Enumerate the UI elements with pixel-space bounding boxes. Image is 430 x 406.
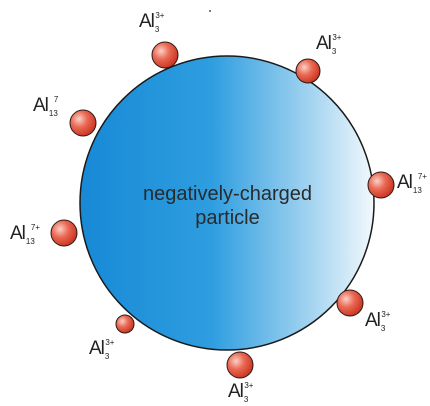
ion-symbol: Al	[33, 95, 49, 116]
ion-subscript: 13	[48, 109, 58, 118]
ion-subscript: 3	[380, 324, 386, 333]
ion-superscript: 3+	[105, 338, 115, 347]
negatively-charged-particle	[79, 55, 375, 351]
ion-superscript: 3+	[155, 11, 165, 20]
ion-subscript: 13	[412, 186, 422, 195]
ion-symbol: Al	[397, 172, 413, 193]
ion-subscript: 3	[104, 352, 110, 361]
ion-symbol: Al	[316, 33, 332, 54]
aluminium-ion-sphere	[226, 351, 254, 379]
aluminium-ion-label: Al3 3+	[365, 310, 391, 333]
aluminium-ion-sphere	[295, 58, 321, 84]
aluminium-ion-label: Al3 3+	[139, 11, 165, 34]
ion-superscript: 3+	[244, 381, 254, 390]
particle-label-line1: negatively-charged	[143, 183, 312, 205]
aluminium-ion-sphere	[336, 289, 364, 317]
aluminium-ion-sphere	[115, 314, 135, 334]
aluminium-ion-sphere	[69, 109, 97, 137]
aluminium-ion-label: Al3 3+	[89, 338, 115, 361]
ion-superscript: 3+	[332, 33, 342, 42]
aluminium-ion-sphere	[151, 41, 179, 69]
ion-symbol: Al	[365, 310, 381, 331]
aluminium-ion-label: Al13 7+	[10, 223, 40, 246]
aluminium-ion-sphere	[50, 219, 78, 247]
aluminium-ion-sphere	[367, 171, 395, 199]
particle-label-line2: particle	[195, 207, 260, 229]
ion-symbol: Al	[228, 381, 244, 402]
ion-subscript: 13	[25, 237, 35, 246]
ion-symbol: Al	[139, 11, 155, 32]
ion-superscript: 3+	[381, 310, 391, 319]
aluminium-ion-label: Al3 3+	[228, 381, 254, 404]
ion-symbol: Al	[10, 223, 26, 244]
aluminium-ion-label: Al3 3+	[316, 33, 342, 56]
stray-dot	[209, 10, 211, 12]
aluminium-ion-label: Al13 7	[33, 95, 59, 118]
ion-superscript: 7+	[30, 223, 40, 232]
ion-subscript: 3	[331, 47, 337, 56]
ion-subscript: 3	[154, 25, 160, 34]
aluminium-ion-label: Al13 7+	[397, 172, 427, 195]
ion-symbol: Al	[89, 338, 105, 359]
ion-superscript: 7	[53, 95, 59, 104]
particle-label: negatively-charged particle	[95, 182, 360, 230]
ion-subscript: 3	[243, 395, 249, 404]
ion-superscript: 7+	[417, 172, 427, 181]
